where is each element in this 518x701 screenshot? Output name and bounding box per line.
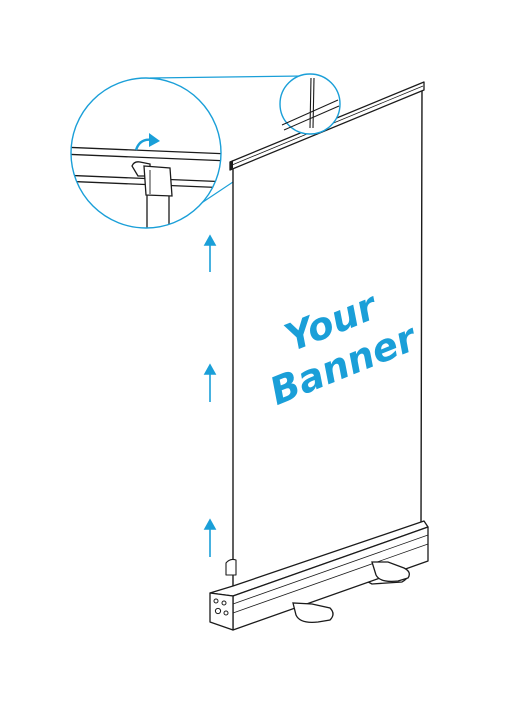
- base-cassette: [209, 520, 429, 631]
- rotate-arrow-icon: [134, 133, 160, 151]
- up-arrow-icon: [203, 363, 217, 402]
- right-foot: [371, 561, 410, 583]
- zoom-detail: [70, 77, 222, 229]
- up-arrow-icon: [203, 234, 217, 272]
- up-arrow-icon: [203, 518, 217, 557]
- front-foot: [292, 602, 334, 623]
- detail-marker-circle: [279, 73, 341, 135]
